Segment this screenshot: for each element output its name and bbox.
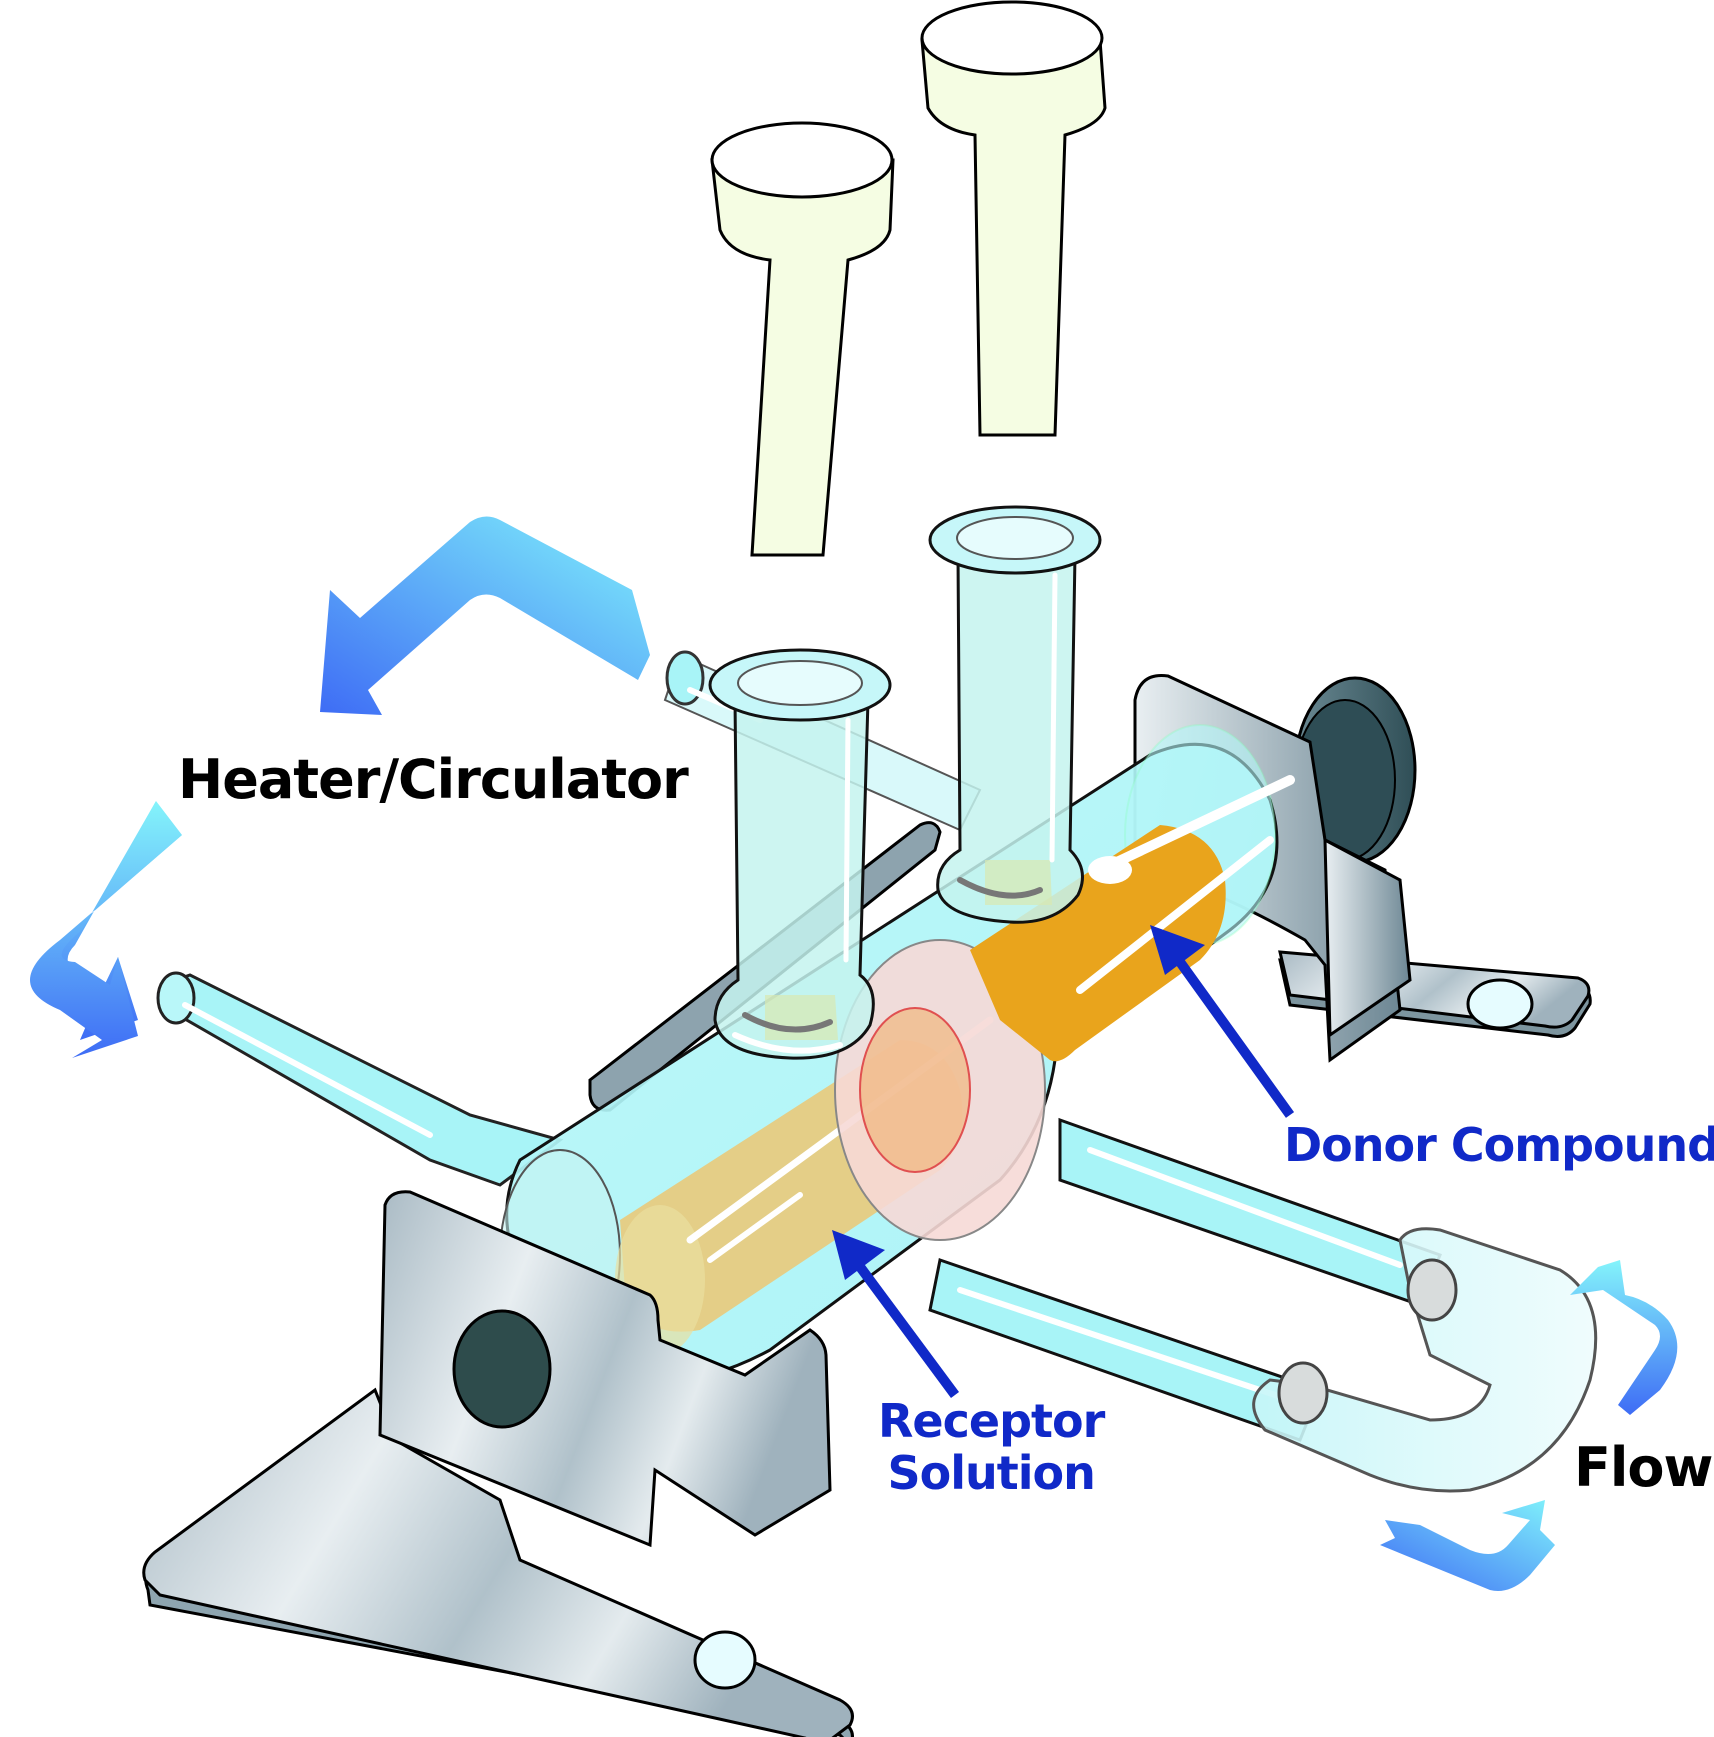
- stopper-left: [710, 121, 895, 557]
- donor-compound-label: Donor Compound: [1284, 1118, 1714, 1172]
- stopper-right: [920, 0, 1107, 437]
- heater-circulator-label: Heater/Circulator: [178, 748, 689, 811]
- flow-arrow-lower: [1380, 1500, 1555, 1591]
- u-tube-connector: [1252, 1227, 1598, 1493]
- inlet-tube-left: [156, 971, 564, 1187]
- outlet-tubes: [928, 1117, 1442, 1442]
- receptor-pointer-arrow: [832, 1230, 960, 1398]
- flow-arrow-upper: [1570, 1260, 1678, 1415]
- sampling-port-right: [928, 505, 1102, 924]
- clamp-front-knob-hole: [452, 1309, 552, 1429]
- flow-label: Flow: [1574, 1436, 1713, 1499]
- circulation-arrow-bottom: [30, 801, 182, 1058]
- clamp-front: [142, 1190, 854, 1737]
- receptor-label-line1: Receptor: [878, 1394, 1105, 1448]
- donor-chamber: [970, 775, 1295, 1062]
- sampling-port-left: [708, 648, 892, 1060]
- donor-pointer-arrow: [1150, 925, 1295, 1118]
- receptor-label-line2: Solution: [887, 1446, 1095, 1500]
- clamp-front-hole: [693, 1630, 757, 1690]
- membrane: [834, 939, 1046, 1241]
- receptor-solution-label: Receptor Solution: [878, 1394, 1105, 1500]
- clamp-rear-hole: [1466, 978, 1534, 1030]
- circulation-arrow-top: [320, 516, 650, 715]
